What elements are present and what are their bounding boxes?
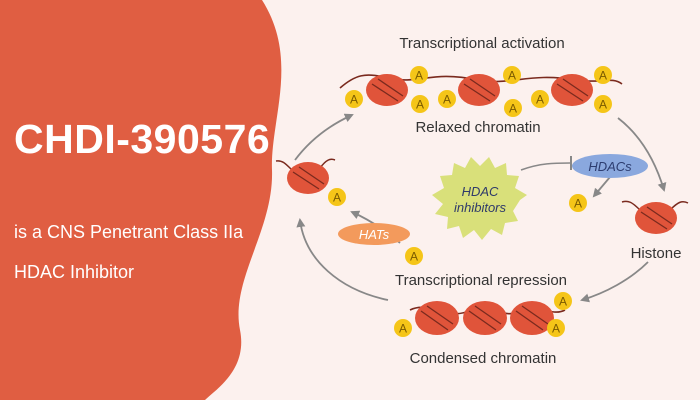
acetyl-group: A	[569, 194, 587, 212]
acetyl-group: A	[504, 99, 522, 117]
acetyl-letter: A	[599, 69, 607, 83]
histone	[458, 74, 500, 106]
arrow-to-histone	[617, 117, 667, 192]
acetyl-letter: A	[415, 69, 423, 83]
transcriptional-repression-label: Transcriptional repression	[395, 272, 567, 289]
acetyl-letter: A	[399, 322, 407, 336]
acetyl-group: A	[410, 66, 428, 84]
acetyl-group: A	[531, 90, 549, 108]
histone	[551, 74, 593, 106]
transcriptional-activation-label: Transcriptional activation	[399, 35, 564, 52]
hdacs-label: HDACs	[588, 159, 632, 174]
subtitle-line-1: is a CNS Penetrant Class IIa	[14, 222, 244, 242]
acetyl-group: A	[503, 66, 521, 84]
acetyl-group: A	[411, 95, 429, 113]
acetyl-group: A	[394, 319, 412, 337]
hats-label: HATs	[359, 227, 390, 242]
condensed-chromatin-label: Condensed chromatin	[410, 350, 557, 367]
acetyl-letter: A	[410, 250, 418, 264]
hats-pill	[338, 223, 410, 245]
acetyl-letter: A	[333, 191, 341, 205]
arrow-to-condensed	[580, 261, 649, 303]
acetyl-letter: A	[559, 295, 567, 309]
hdac-inhibitors-label-line1: HDAC	[462, 184, 499, 199]
histone	[415, 301, 459, 335]
hdac-inhibitors-label-line2: inhibitors	[454, 200, 507, 215]
acetyl-group: A	[594, 66, 612, 84]
acetyl-letter: A	[508, 69, 516, 83]
acetyl-letter: A	[536, 93, 544, 107]
acetyl-letter: A	[574, 197, 582, 211]
acetyl-letter: A	[443, 93, 451, 107]
acetyl-group: A	[554, 292, 572, 310]
arrow-to-left-histone	[296, 218, 389, 301]
histone	[463, 301, 507, 335]
histone	[621, 200, 689, 234]
histone-label: Histone	[631, 245, 682, 262]
acetyl-letter: A	[416, 98, 424, 112]
acetyl-group: A	[345, 90, 363, 108]
histone	[510, 301, 554, 335]
acetyl-letter: A	[509, 102, 517, 116]
page-title: CHDI-390576	[14, 116, 271, 162]
acetyl-letter: A	[599, 98, 607, 112]
hdacs-pill	[572, 154, 648, 178]
acetyl-group: A	[594, 95, 612, 113]
histone	[366, 74, 408, 106]
arrow-to-relaxed	[294, 113, 354, 161]
acetyl-group: A	[405, 247, 423, 265]
relaxed-chromatin-label: Relaxed chromatin	[415, 119, 540, 136]
acetyl-group: A	[547, 319, 565, 337]
acetyl-letter: A	[350, 93, 358, 107]
acetyl-group: A	[328, 188, 346, 206]
acetyl-group: A	[438, 90, 456, 108]
acetyl-letter: A	[552, 322, 560, 336]
arrow-hdacs-to-acetyl	[592, 176, 611, 198]
inhibition-line	[520, 162, 571, 171]
left-panel-shape	[0, 0, 282, 400]
subtitle-line-2: HDAC Inhibitor	[14, 262, 135, 282]
hdac-inhibitors-burst	[432, 157, 527, 240]
histone	[275, 158, 336, 194]
